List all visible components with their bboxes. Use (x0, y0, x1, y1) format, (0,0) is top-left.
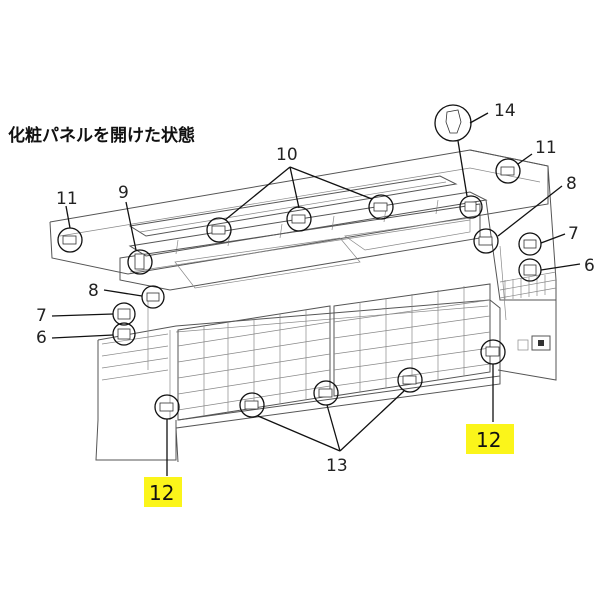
diagram-title: 化粧パネルを開けた状態 (8, 125, 195, 146)
callout-14: 14 (494, 101, 516, 121)
callout-12-left: 12 (149, 481, 174, 505)
highlighted-callouts: 12 12 (144, 424, 514, 507)
callout-7-right: 7 (568, 224, 579, 244)
callout-9: 9 (118, 183, 129, 203)
part-10-circle-a (206, 217, 232, 243)
callout-13: 13 (326, 456, 348, 476)
callout-labels: 14 11 10 11 9 8 7 6 8 7 6 13 (36, 101, 595, 476)
callout-7-left: 7 (36, 306, 47, 326)
callout-10: 10 (276, 145, 298, 165)
part-6-left-circle (112, 322, 136, 346)
part-7-right-circle (518, 232, 542, 256)
highlight-12-right-box (466, 424, 514, 454)
callout-12-right: 12 (476, 428, 501, 452)
callout-8-left: 8 (88, 281, 99, 301)
callout-8-right: 8 (566, 174, 577, 194)
part-10-circle-c (368, 194, 394, 220)
part-11-right-circle (495, 158, 521, 184)
callout-6-right: 6 (584, 256, 595, 276)
callout-6-left: 6 (36, 328, 47, 348)
part-14-location-circle (459, 195, 483, 219)
part-8-right-circle (473, 228, 499, 254)
part-8-left-circle (141, 285, 165, 309)
part-13-circle-c (397, 367, 423, 393)
callout-11-left: 11 (56, 189, 78, 209)
highlight-12-left-box (144, 477, 182, 507)
callout-11-right: 11 (535, 138, 557, 158)
part-9-circle (127, 249, 153, 275)
callout-markers (51, 104, 581, 476)
part-13-circle-b (313, 380, 339, 406)
part-13-circle-a (239, 392, 265, 418)
